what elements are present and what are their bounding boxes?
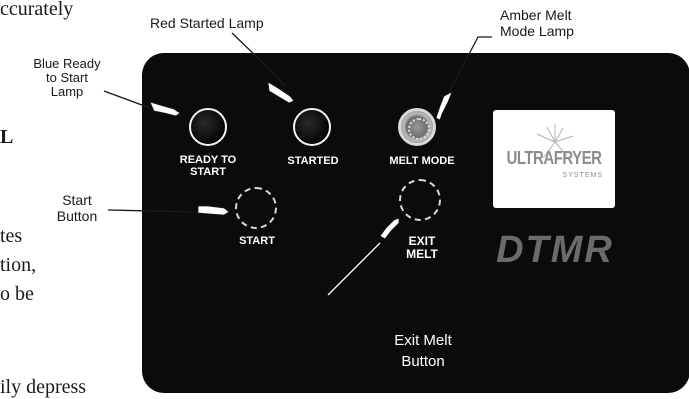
melt-mode-label: MELT MODE [389, 155, 455, 167]
background-text-5: o be [0, 283, 34, 305]
callout-amber-melt-lamp: Amber Melt Mode Lamp [500, 7, 574, 39]
model-name: DTMR [496, 229, 614, 271]
hand-pointer-icon [379, 217, 400, 240]
exit-melt-label: EXIT MELT [406, 234, 438, 261]
started-label: STARTED [287, 155, 339, 167]
ready-to-start-label: READY TO START [179, 154, 237, 178]
background-text-4: tion, [0, 254, 37, 276]
melt-mode-lamp [398, 108, 436, 146]
hand-pointer-icon [267, 81, 295, 104]
started-lamp [293, 108, 331, 146]
hand-pointer-icon [197, 205, 230, 216]
ultrafryer-logo: ULTRAFRYER SYSTEMS [493, 110, 615, 208]
hand-pointer-icon [149, 101, 181, 117]
background-text-2: L [0, 126, 14, 148]
hand-pointer-icon [435, 91, 453, 121]
callout-exit-melt-button: Exit Melt Button [394, 332, 452, 370]
exit-melt-button[interactable] [399, 179, 441, 221]
start-button[interactable] [235, 187, 277, 229]
callout-blue-ready-lamp: Blue Ready to Start Lamp [33, 56, 101, 99]
control-panel: READY TO START STARTED MELT MODE START E… [142, 53, 689, 393]
start-label: START [239, 235, 275, 247]
logo-brand-text: ULTRAFRYER [506, 147, 603, 170]
background-text-6: ily depress [0, 376, 87, 398]
callout-red-started-lamp: Red Started Lamp [150, 15, 264, 31]
background-text-1: ccurately [0, 0, 74, 20]
logo-sub-text: SYSTEMS [562, 172, 603, 179]
callout-start-button: Start Button [56, 192, 98, 224]
background-text-3: tes [0, 225, 23, 247]
ready-to-start-lamp [189, 108, 227, 146]
starburst-icon [536, 124, 574, 159]
